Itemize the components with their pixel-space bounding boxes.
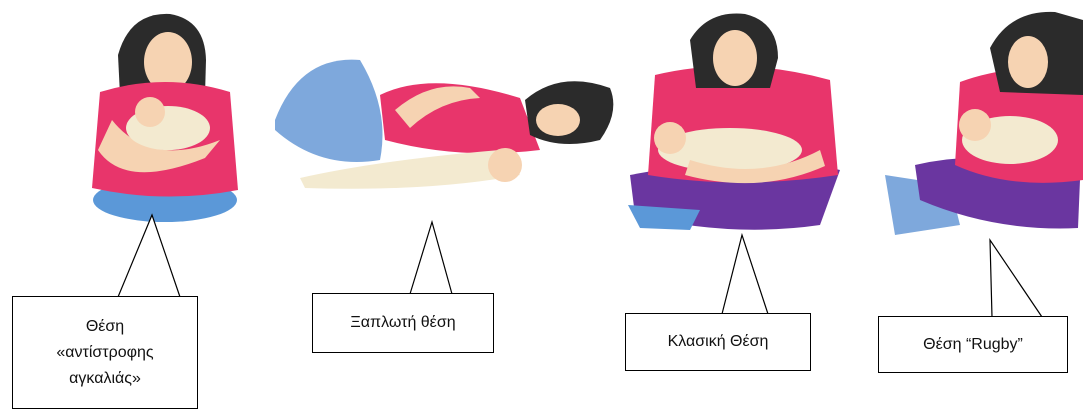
figure-reverse-cradle: [92, 14, 238, 222]
baby-head: [488, 148, 522, 182]
pointer-2: [410, 222, 452, 294]
baby-head: [654, 122, 686, 154]
label-line: Θέση: [86, 314, 124, 340]
label-line: αγκαλιάς»: [69, 366, 141, 392]
pointer-1: [118, 215, 180, 297]
pointer-3: [722, 235, 768, 314]
baby-head: [135, 97, 165, 127]
label-classic: Κλασική Θέση: [625, 313, 811, 371]
pointer-4: [990, 240, 1042, 317]
label-line: «αντίστροφης: [56, 340, 153, 366]
mother-face: [1008, 36, 1048, 88]
figure-classic: [628, 14, 840, 230]
figure-side-lying: [275, 60, 613, 189]
figure-rugby: [885, 12, 1083, 235]
pillow: [275, 60, 383, 162]
mother-face: [713, 30, 757, 86]
mother-face: [536, 104, 580, 136]
baby-head: [959, 109, 991, 141]
label-rugby: Θέση “Rugby”: [878, 316, 1068, 373]
label-side-lying: Ξαπλωτή θέση: [312, 293, 494, 353]
label-reverse-cradle: Θέση «αντίστροφης αγκαλιάς»: [12, 296, 198, 409]
